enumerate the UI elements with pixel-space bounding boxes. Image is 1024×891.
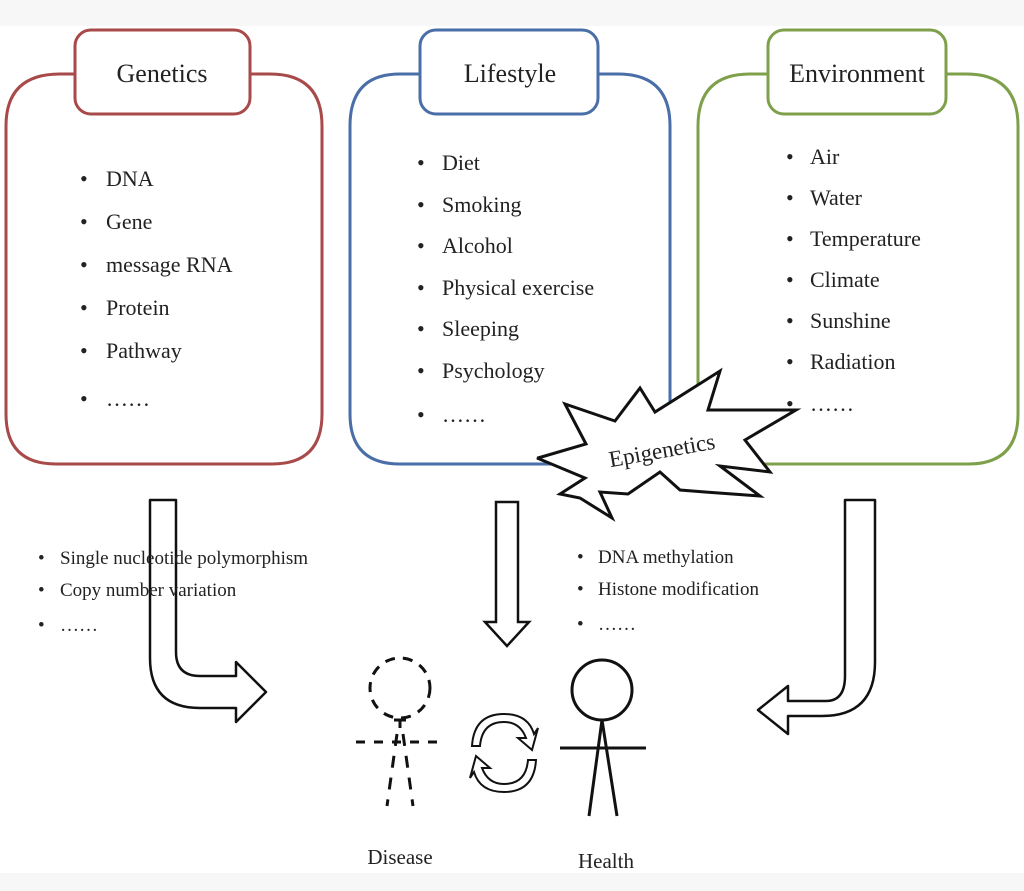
genetics-item: Protein [106,295,170,320]
lifestyle-item: Smoking [442,192,521,217]
lifestyle-item: Physical exercise [442,275,594,300]
disease-label: Disease [367,845,432,869]
bullet: • [80,386,88,411]
bullet: • [80,252,88,277]
genetics-item: Pathway [106,338,182,363]
bullet: • [38,548,45,569]
health-left-leg [587,719,604,817]
environment-arrow-icon [756,498,877,736]
bullet: • [38,615,45,636]
genetic-variation-list: • Single nucleotide polymorphism • Copy … [38,548,308,636]
bullet: • [786,308,794,333]
bullet: • [80,295,88,320]
genetics-arrow-icon [148,498,268,724]
genetics-title: Genetics [117,59,208,88]
disease-figure-icon [356,656,444,807]
bullet: • [80,209,88,234]
bullet: • [786,144,794,169]
disease-neck [394,718,406,728]
variation-item: Single nucleotide polymorphism [60,548,308,569]
environment-item: Water [810,185,863,210]
bullet: • [786,226,794,251]
lifestyle-item: Sleeping [442,316,519,341]
lifestyle-list: • Diet • Smoking • Alcohol • Physical ex… [417,150,594,427]
lifestyle-item: Alcohol [442,233,513,258]
genetics-item: DNA [106,166,154,191]
genetics-item: …… [106,386,150,411]
disease-left-leg [385,733,399,807]
disease-head [368,656,432,720]
starburst-shape [536,367,802,522]
bullet: • [417,358,425,383]
lifestyle-item: Diet [442,150,480,175]
mechanism-item: …… [598,614,636,635]
cycle-arrow-top [470,712,539,752]
genetics-title-box [73,28,252,116]
bullet: • [417,192,425,217]
bullet: • [577,579,584,600]
environment-list: • Air • Water • Temperature • Climate • … [786,144,921,416]
cycle-arrows-icon [469,712,539,794]
bullet: • [577,547,584,568]
diagram-svg: Genetics • DNA • Gene • message RNA • Pr… [4,28,1020,873]
environment-panel: Environment • Air • Water • Temperature … [696,28,1020,466]
bullet: • [577,614,584,635]
mechanism-item: DNA methylation [598,547,734,568]
bullet: • [80,166,88,191]
genetics-list: • DNA • Gene • message RNA • Protein • P… [80,166,233,411]
lifestyle-panel: Lifestyle • Diet • Smoking • Alcohol • P… [348,28,672,466]
bullet: • [417,316,425,341]
bullet: • [786,349,794,374]
diagram-canvas: Genetics • DNA • Gene • message RNA • Pr… [0,26,1024,873]
bullet: • [786,185,794,210]
genetics-panel: Genetics • DNA • Gene • message RNA • Pr… [4,28,324,466]
environment-item: Radiation [810,349,896,374]
lifestyle-item: …… [442,402,486,427]
mechanism-item: Histone modification [598,579,759,600]
genetics-panel-frame [4,72,324,466]
health-figure-icon [560,658,646,817]
health-head [570,658,634,722]
variation-item: …… [60,615,98,636]
variation-item: Copy number variation [60,580,237,601]
environment-title-box [766,28,948,116]
bullet: • [417,150,425,175]
lifestyle-panel-frame [348,72,672,466]
environment-panel-frame [696,72,1020,466]
environment-item: Climate [810,267,880,292]
health-label: Health [578,849,634,873]
genetics-item: Gene [106,209,152,234]
environment-item: Sunshine [810,308,891,333]
environment-item: …… [810,391,854,416]
epigenetic-mechanisms-list: • DNA methylation • Histone modification… [577,547,759,635]
disease-right-leg [401,733,415,807]
bullet: • [786,267,794,292]
bullet: • [417,275,425,300]
bullet: • [417,402,425,427]
environment-item: Temperature [810,226,921,251]
environment-item: Air [810,144,840,169]
environment-title: Environment [789,59,926,88]
bullet: • [417,233,425,258]
genetics-item: message RNA [106,252,233,277]
bullet: • [80,338,88,363]
lifestyle-title-box [418,28,600,116]
bullet: • [786,391,794,416]
lifestyle-arrow-icon [482,500,532,648]
lifestyle-item: Psychology [442,358,545,383]
bullet: • [38,580,45,601]
cycle-arrow-bottom [469,754,538,794]
health-right-leg [600,719,619,817]
epigenetics-burst: Epigenetics [536,367,802,522]
lifestyle-title: Lifestyle [464,59,556,88]
